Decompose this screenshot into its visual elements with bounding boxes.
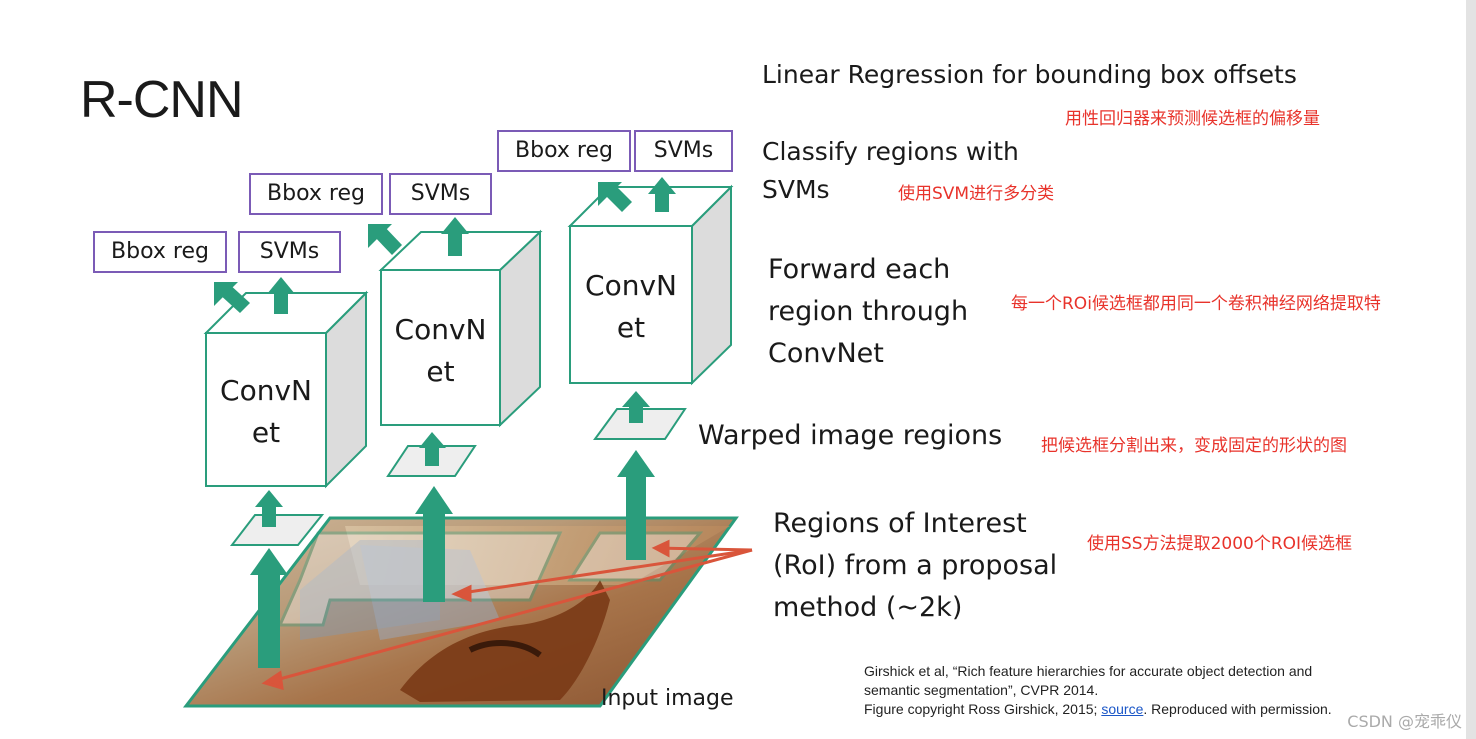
bbox-reg-box-3: Bbox reg [497, 130, 631, 172]
bbox-reg-box-2: Bbox reg [249, 173, 383, 215]
convnet-label-line2: et [616, 311, 646, 344]
convnet-label-line2: et [426, 355, 455, 388]
forward-label-line1: Forward each [768, 254, 951, 285]
page-title: R-CNN [80, 71, 244, 129]
green-arrows-input [250, 450, 655, 668]
watermark: CSDN @宠乖仪 [1347, 712, 1462, 731]
proposal-arrows [261, 539, 753, 691]
forward-note: 每一个ROi候选框都用同一个卷积神经网络提取特 [1011, 294, 1381, 314]
input-image-label: Input image [601, 686, 734, 711]
forward-label-line2: region through [768, 296, 969, 327]
convnet-label-line1: ConvN [585, 269, 677, 302]
linear-regression-label: Linear Regression for bounding box offse… [762, 60, 1297, 89]
roi-label-line2: (RoI) from a proposal [773, 550, 1058, 581]
green-arrows-warped [255, 391, 650, 527]
convnet-label-2: ConvN et [381, 309, 500, 393]
convnet-label-3: ConvN et [570, 265, 692, 349]
convnet-cube-2 [378, 229, 543, 428]
warped-tiles [229, 408, 687, 546]
citation-line2: semantic segmentation”, CVPR 2014. [864, 682, 1099, 698]
citation-line3: Figure copyright Ross Girshick, 2015; so… [864, 700, 1332, 719]
convnet-label-line1: ConvN [220, 374, 312, 407]
input-image-plane [182, 516, 739, 708]
classify-note: 使用SVM进行多分类 [898, 184, 1055, 204]
svms-box-2: SVMs [389, 173, 492, 215]
green-arrows-top [214, 177, 676, 314]
roi-note: 使用SS方法提取2000个ROI候选框 [1087, 534, 1353, 554]
source-link[interactable]: source [1101, 701, 1144, 717]
svms-box-1: SVMs [238, 231, 341, 273]
bbox-reg-box-1: Bbox reg [93, 231, 227, 273]
citation: Girshick et al, “Rich feature hierarchie… [864, 662, 1332, 719]
page-edge [1466, 0, 1476, 739]
warped-label: Warped image regions [698, 420, 1003, 451]
roi-label-line3: method (~2k) [773, 592, 963, 623]
classify-label-line1: Classify regions with [762, 137, 1019, 166]
warped-note: 把候选框分割出来，变成固定的形状的图 [1041, 436, 1347, 456]
svms-box-3: SVMs [634, 130, 733, 172]
convnet-label-line2: et [251, 416, 281, 449]
classify-label-line2: SVMs [762, 175, 830, 204]
citation-line3-prefix: Figure copyright Ross Girshick, 2015; [864, 701, 1102, 717]
linear-regression-note: 用性回归器来预测候选框的偏移量 [1065, 109, 1320, 129]
citation-line1: Girshick et al, “Rich feature hierarchie… [864, 663, 1313, 679]
forward-label-line3: ConvNet [768, 338, 884, 369]
convnet-cube-3 [567, 184, 734, 386]
roi-label-line1: Regions of Interest [773, 508, 1027, 539]
convnet-label-line1: ConvN [394, 313, 487, 346]
citation-line3-suffix: . Reproduced with permission. [1143, 701, 1332, 717]
convnet-label-1: ConvN et [206, 370, 326, 454]
